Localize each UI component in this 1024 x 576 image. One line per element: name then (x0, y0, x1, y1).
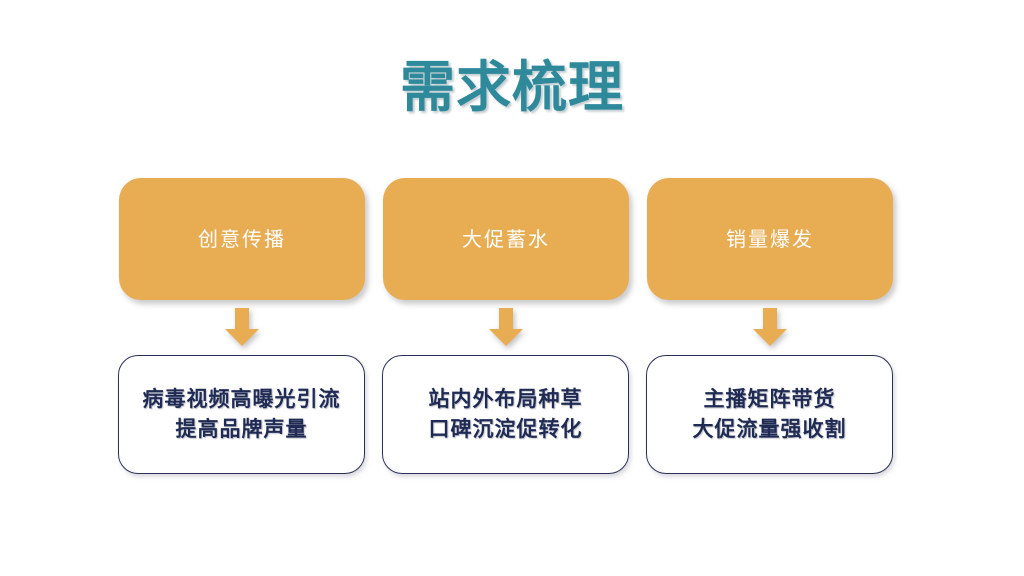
detail-card-3[interactable]: 主播矩阵带货 大促流量强收割 (646, 355, 893, 474)
stage-card-2[interactable]: 大促蓄水 (383, 178, 629, 300)
flow-column-1: 创意传播 病毒视频高曝光引流 提高品牌声量 (118, 0, 365, 576)
flow-column-3: 销量爆发 主播矩阵带货 大促流量强收割 (646, 0, 893, 576)
arrow-down-icon (224, 308, 260, 346)
stage-card-label-1: 创意传播 (198, 229, 286, 251)
detail-card-label-1: 病毒视频高曝光引流 提高品牌声量 (142, 387, 341, 441)
page-title: 需求梳理 (399, 56, 624, 118)
detail-card-label-3: 主播矩阵带货 大促流量强收割 (692, 387, 847, 441)
detail-card-2[interactable]: 站内外布局种草 口碑沉淀促转化 (382, 355, 629, 474)
detail-card-label-2: 站内外布局种草 口碑沉淀促转化 (428, 387, 583, 441)
stage-card-1[interactable]: 创意传播 (119, 178, 365, 300)
stage-card-3[interactable]: 销量爆发 (647, 178, 893, 300)
detail-card-1[interactable]: 病毒视频高曝光引流 提高品牌声量 (118, 355, 365, 474)
flow-column-2: 大促蓄水 站内外布局种草 口碑沉淀促转化 (382, 0, 629, 576)
stage-card-label-2: 大促蓄水 (462, 229, 550, 251)
arrow-down-icon (488, 308, 524, 346)
stage-card-label-3: 销量爆发 (726, 229, 814, 251)
arrow-down-icon (752, 308, 788, 346)
